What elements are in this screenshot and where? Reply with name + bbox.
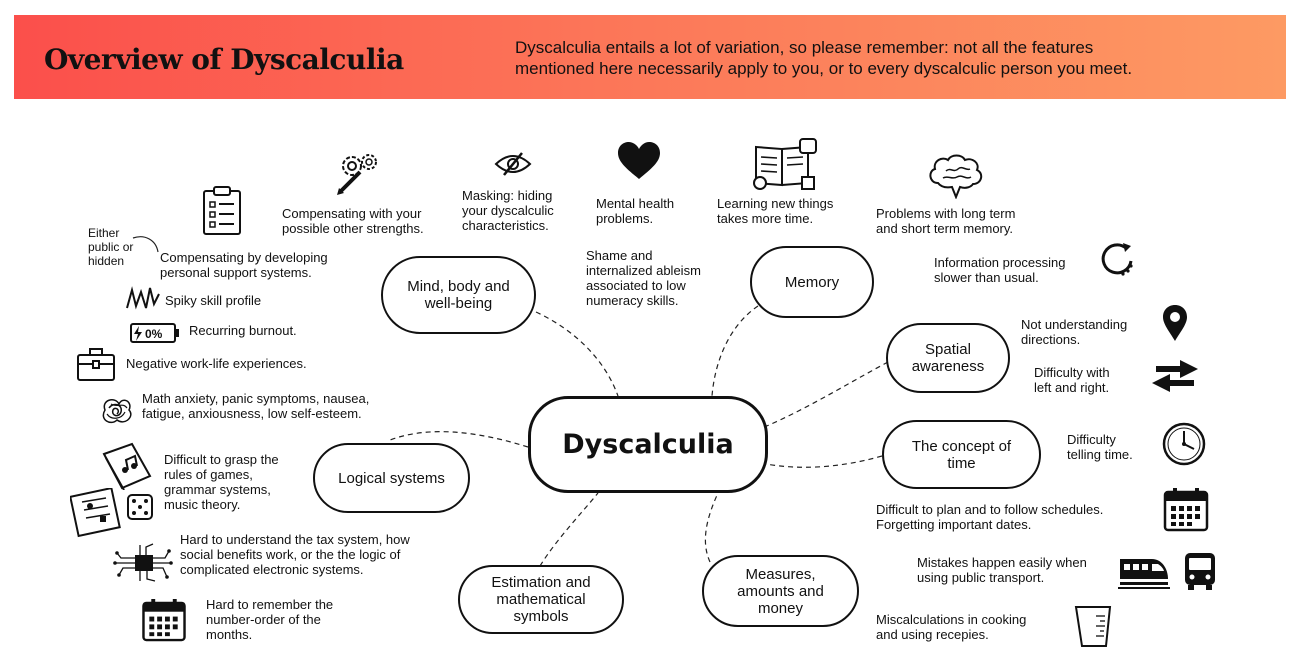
- text-telling-time: Difficulty telling time.: [1067, 432, 1133, 462]
- link-memory: [711, 305, 759, 397]
- text-support: Compensating by developing personal supp…: [160, 250, 328, 280]
- text-masking: Masking: hiding your dyscalculic charact…: [462, 188, 554, 233]
- briefcase-icon: [76, 346, 116, 382]
- brain-icon: [926, 153, 986, 199]
- link-time: [765, 455, 883, 468]
- branch-mind: Mind, body and well-being: [381, 256, 536, 334]
- train-icon: [1118, 555, 1170, 591]
- branch-measures: Measures, amounts and money: [702, 555, 859, 627]
- text-transport: Mistakes happen easily when using public…: [917, 555, 1087, 585]
- text-learning: Learning new things takes more time.: [717, 196, 834, 226]
- text-spiky: Spiky skill profile: [165, 293, 262, 308]
- branch-time: The concept of time: [882, 420, 1041, 489]
- music-book-icon: [102, 442, 152, 490]
- header-note: Dyscalculia entails a lot of variation, …: [515, 38, 1133, 78]
- battery-label: 0%: [145, 327, 163, 341]
- text-work: Negative work-life experiences.: [126, 356, 307, 371]
- circuit-chip-icon: [113, 543, 173, 583]
- swap-arrows-icon: [1150, 358, 1200, 394]
- page-title: Overview of Dyscalculia: [44, 43, 404, 76]
- text-left-right: Difficulty with left and right.: [1034, 365, 1110, 395]
- book-icon: [752, 137, 820, 193]
- text-games: Difficult to grasp the rules of games, g…: [164, 452, 279, 512]
- branch-logical: Logical systems: [313, 443, 470, 513]
- text-tax: Hard to understand the tax system, how s…: [180, 532, 410, 577]
- link-estimation: [539, 492, 599, 567]
- text-anxiety: Math anxiety, panic symptoms, nausea, fa…: [142, 391, 370, 421]
- zigzag-icon: [126, 286, 160, 310]
- gears-pencil-icon: [334, 150, 382, 196]
- branch-spatial: Spatial awareness: [886, 323, 1010, 393]
- text-cooking: Miscalculations in cooking and using rec…: [876, 612, 1027, 642]
- eye-slash-icon: [494, 150, 532, 178]
- bracket-curve: [132, 236, 159, 253]
- location-pin-icon: [1161, 304, 1189, 342]
- dice-icon: [126, 493, 154, 521]
- text-shame: Shame and internalized ableism associate…: [586, 248, 701, 308]
- link-measures: [704, 492, 719, 563]
- battery-icon: 0%: [130, 322, 180, 344]
- header-banner: Overview of Dyscalculia Dyscalculia enta…: [14, 15, 1286, 99]
- center-node: Dyscalculia: [528, 396, 768, 493]
- text-mental-health: Mental health problems.: [596, 196, 675, 226]
- clipboard-icon: [202, 186, 242, 236]
- heart-icon: [617, 141, 661, 181]
- text-long-short-memory: Problems with long term and short term m…: [876, 206, 1016, 236]
- link-mind: [535, 311, 619, 397]
- clock-icon: [1162, 422, 1206, 466]
- text-public-hidden: Either public or hidden: [88, 226, 134, 268]
- text-burnout: Recurring burnout.: [189, 323, 297, 338]
- calendar-icon-time: [1163, 488, 1209, 532]
- scribble-icon: [97, 394, 135, 426]
- measuring-cup-icon: [1074, 604, 1112, 648]
- link-spatial: [761, 361, 889, 429]
- bus-icon: [1183, 551, 1217, 591]
- text-schedules: Difficult to plan and to follow schedule…: [876, 502, 1104, 532]
- text-directions: Not understanding directions.: [1021, 317, 1128, 347]
- branch-estimation: Estimation and mathematical symbols: [458, 565, 624, 634]
- text-strengths: Compensating with your possible other st…: [282, 206, 424, 236]
- branch-memory: Memory: [750, 246, 874, 318]
- board-game-icon: [70, 488, 122, 538]
- text-months: Hard to remember the number-order of the…: [206, 597, 334, 642]
- calendar-icon: [142, 599, 186, 642]
- link-logical: [389, 431, 529, 448]
- loading-icon: [1099, 241, 1135, 277]
- text-processing: Information processing slower than usual…: [934, 255, 1066, 285]
